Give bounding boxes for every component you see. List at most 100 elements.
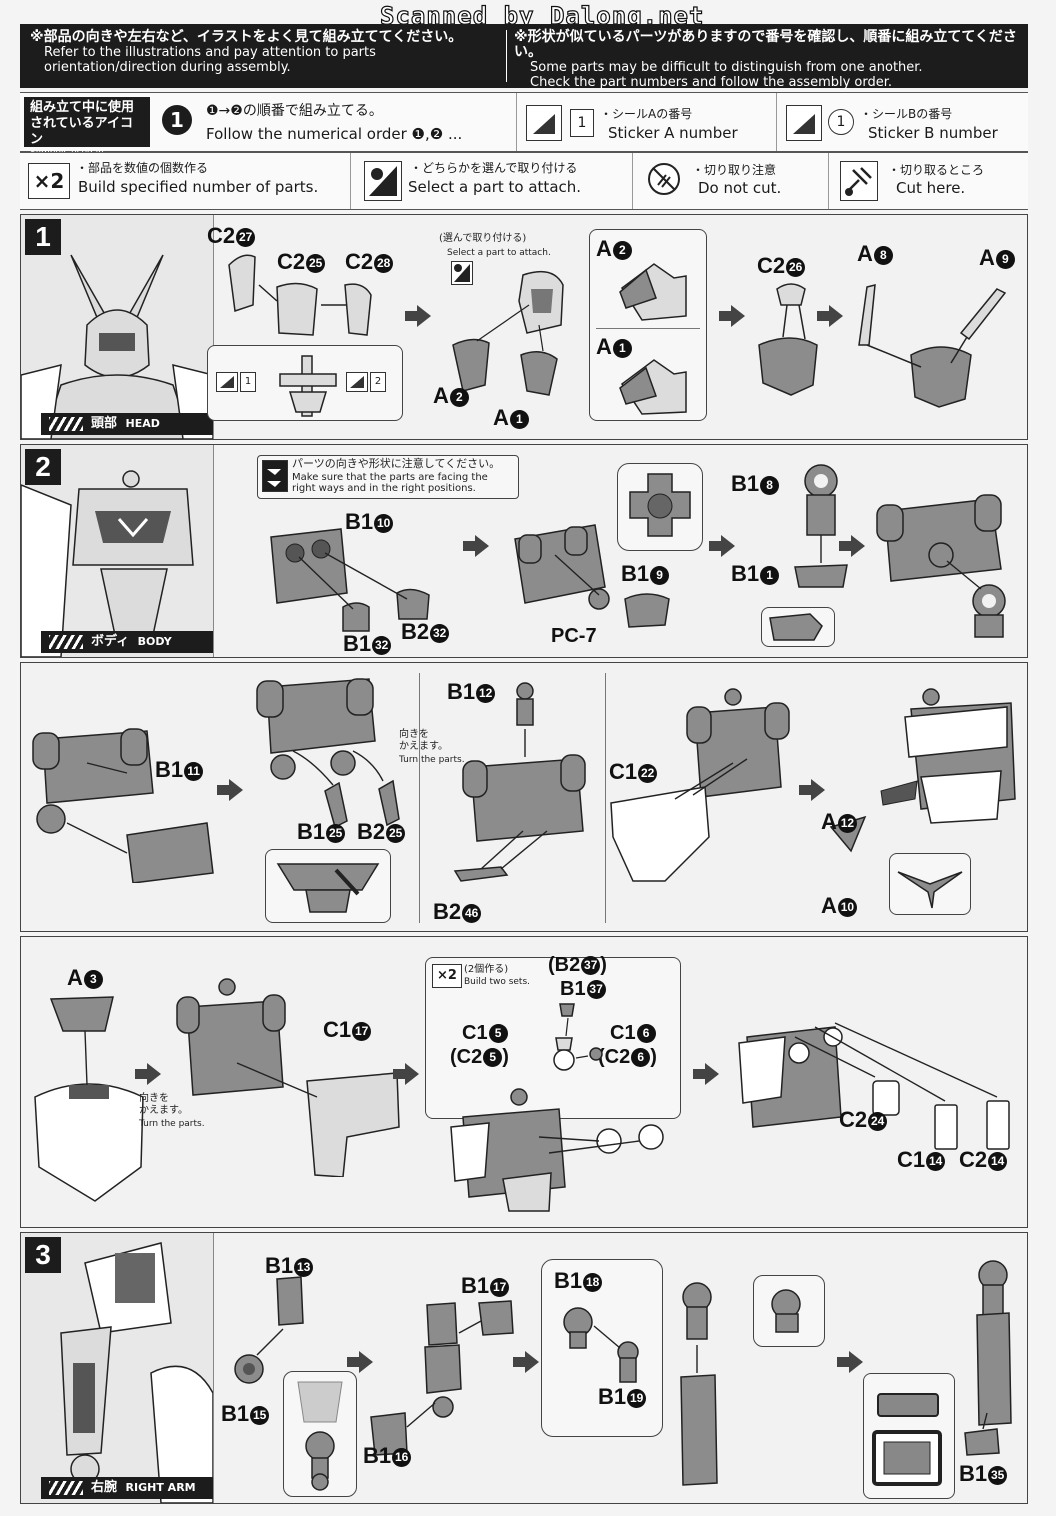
symbols-title: 組み立て中に使用 されているアイコン Symbols used in instr… — [24, 97, 150, 168]
step-arrow — [135, 1063, 161, 1085]
substep-divider — [419, 673, 420, 923]
legend-row-2: ×2 ・部品を数値の個数作る Build specified number of… — [20, 152, 1028, 210]
legend-sticker-b: 1 ・シールBの番号 Sticker B number — [776, 93, 1028, 151]
sticker-placement-box: 1 2 — [207, 345, 403, 421]
build-count-icon: ×2 — [432, 964, 462, 988]
select-part-en: Select a part to attach. — [408, 178, 582, 196]
warning-icon — [262, 460, 288, 492]
step-2-number: 2 — [25, 449, 61, 485]
do-not-cut-icon — [646, 161, 682, 201]
step-arrow — [513, 1351, 539, 1373]
sticker-b-icon — [786, 105, 822, 141]
legend-row-1: 組み立て中に使用 されているアイコン Symbols used in instr… — [20, 92, 1028, 168]
step-3-title-en: RIGHT ARM — [125, 1481, 196, 1494]
shoulder-ball-detail — [753, 1275, 825, 1347]
head-antenna-assembly — [858, 284, 1007, 408]
sticker-a-icon-small — [216, 372, 238, 392]
caption-stripe — [49, 635, 83, 649]
right-arm-thumbnail: 3 右腕 RIGHT ARM — [21, 1233, 214, 1503]
legend-do-not-cut: ・切り取り注意 Do not cut. — [632, 153, 829, 209]
body-thumbnail: 2 ボディ BODY — [21, 445, 214, 657]
shoulder-ball-parts — [563, 1307, 639, 1383]
upper-arm-parts — [234, 1276, 304, 1384]
symbol-legend: 組み立て中に使用 されているアイコン Symbols used in instr… — [20, 92, 1028, 210]
symbols-title-jp-2: されているアイコン — [30, 116, 133, 147]
turn-note-jp-2: かえます。 — [399, 741, 448, 752]
turn-note-jp-1: 向きを — [139, 1093, 169, 1104]
part-pc-7: PC-7 — [551, 625, 597, 647]
body-shoulder-assembly — [450, 1088, 664, 1212]
warning-jp: パーツの向きや形状に注意してください。 — [292, 457, 501, 470]
hip-detail-illustration — [276, 863, 380, 913]
right-arm-thumbnail-illustration — [60, 1242, 213, 1503]
order-number-icon: 1 — [162, 105, 192, 135]
orientation-note-en-2: orientation/direction during assembly. — [44, 60, 291, 75]
step-1-number: 1 — [25, 219, 61, 255]
chest-collar-assembly — [34, 996, 144, 1202]
turn-note-jp-1: 向きを — [399, 729, 429, 740]
turn-note-en: Turn the parts. — [139, 1119, 205, 1129]
orientation-note-jp: ※部品の向きや左右など、イラストをよく見て組み立ててください。 — [30, 29, 463, 45]
step-arrow — [347, 1351, 373, 1373]
orientation-note: ※部品の向きや左右など、イラストをよく見て組み立ててください。 Refer to… — [30, 29, 463, 76]
build-count-jp: ・部品を数値の個数作る — [76, 161, 209, 175]
body-rear-assembly — [270, 528, 430, 632]
step-3-number: 3 — [25, 1237, 61, 1273]
upper-arm-assembly — [680, 1282, 718, 1486]
similar-parts-note-en-1: Some parts may be difficult to distingui… — [530, 60, 923, 75]
build-count-icon: ×2 — [28, 163, 70, 199]
body-core-assembly — [514, 524, 670, 628]
cut-here-jp: ・切り取るところ — [888, 163, 985, 177]
step-arrow — [799, 779, 825, 801]
step-3-title-jp: 右腕 — [91, 1480, 118, 1495]
b1-35-detail — [863, 1373, 955, 1499]
warning-en-1: Make sure that the parts are facing the — [292, 472, 488, 483]
b1-15-detail — [283, 1371, 357, 1497]
do-not-cut-en: Do not cut. — [698, 179, 782, 197]
select-part-jp: ・どちらかを選んで取り付ける — [410, 161, 578, 175]
step-arrow — [393, 1063, 419, 1085]
turn-note-jp-2: かえます。 — [139, 1105, 188, 1116]
cut-here-en: Cut here. — [896, 179, 966, 197]
hip-detail-box — [265, 849, 391, 923]
sticker-a-number-box: 1 — [570, 109, 594, 137]
head-option-a1 — [619, 359, 687, 415]
step-1-caption: 頭部 HEAD — [41, 413, 213, 435]
legend-sticker-a: 1 ・シールAの番号 Sticker A number — [516, 93, 777, 151]
step-arrow — [463, 535, 489, 557]
body-back-assembly — [176, 978, 400, 1177]
body-neck-assembly — [453, 682, 586, 882]
select-part-icon — [364, 161, 402, 201]
head-option-a2 — [619, 263, 687, 321]
step-arrow — [709, 535, 735, 557]
step-arrow — [817, 305, 843, 327]
